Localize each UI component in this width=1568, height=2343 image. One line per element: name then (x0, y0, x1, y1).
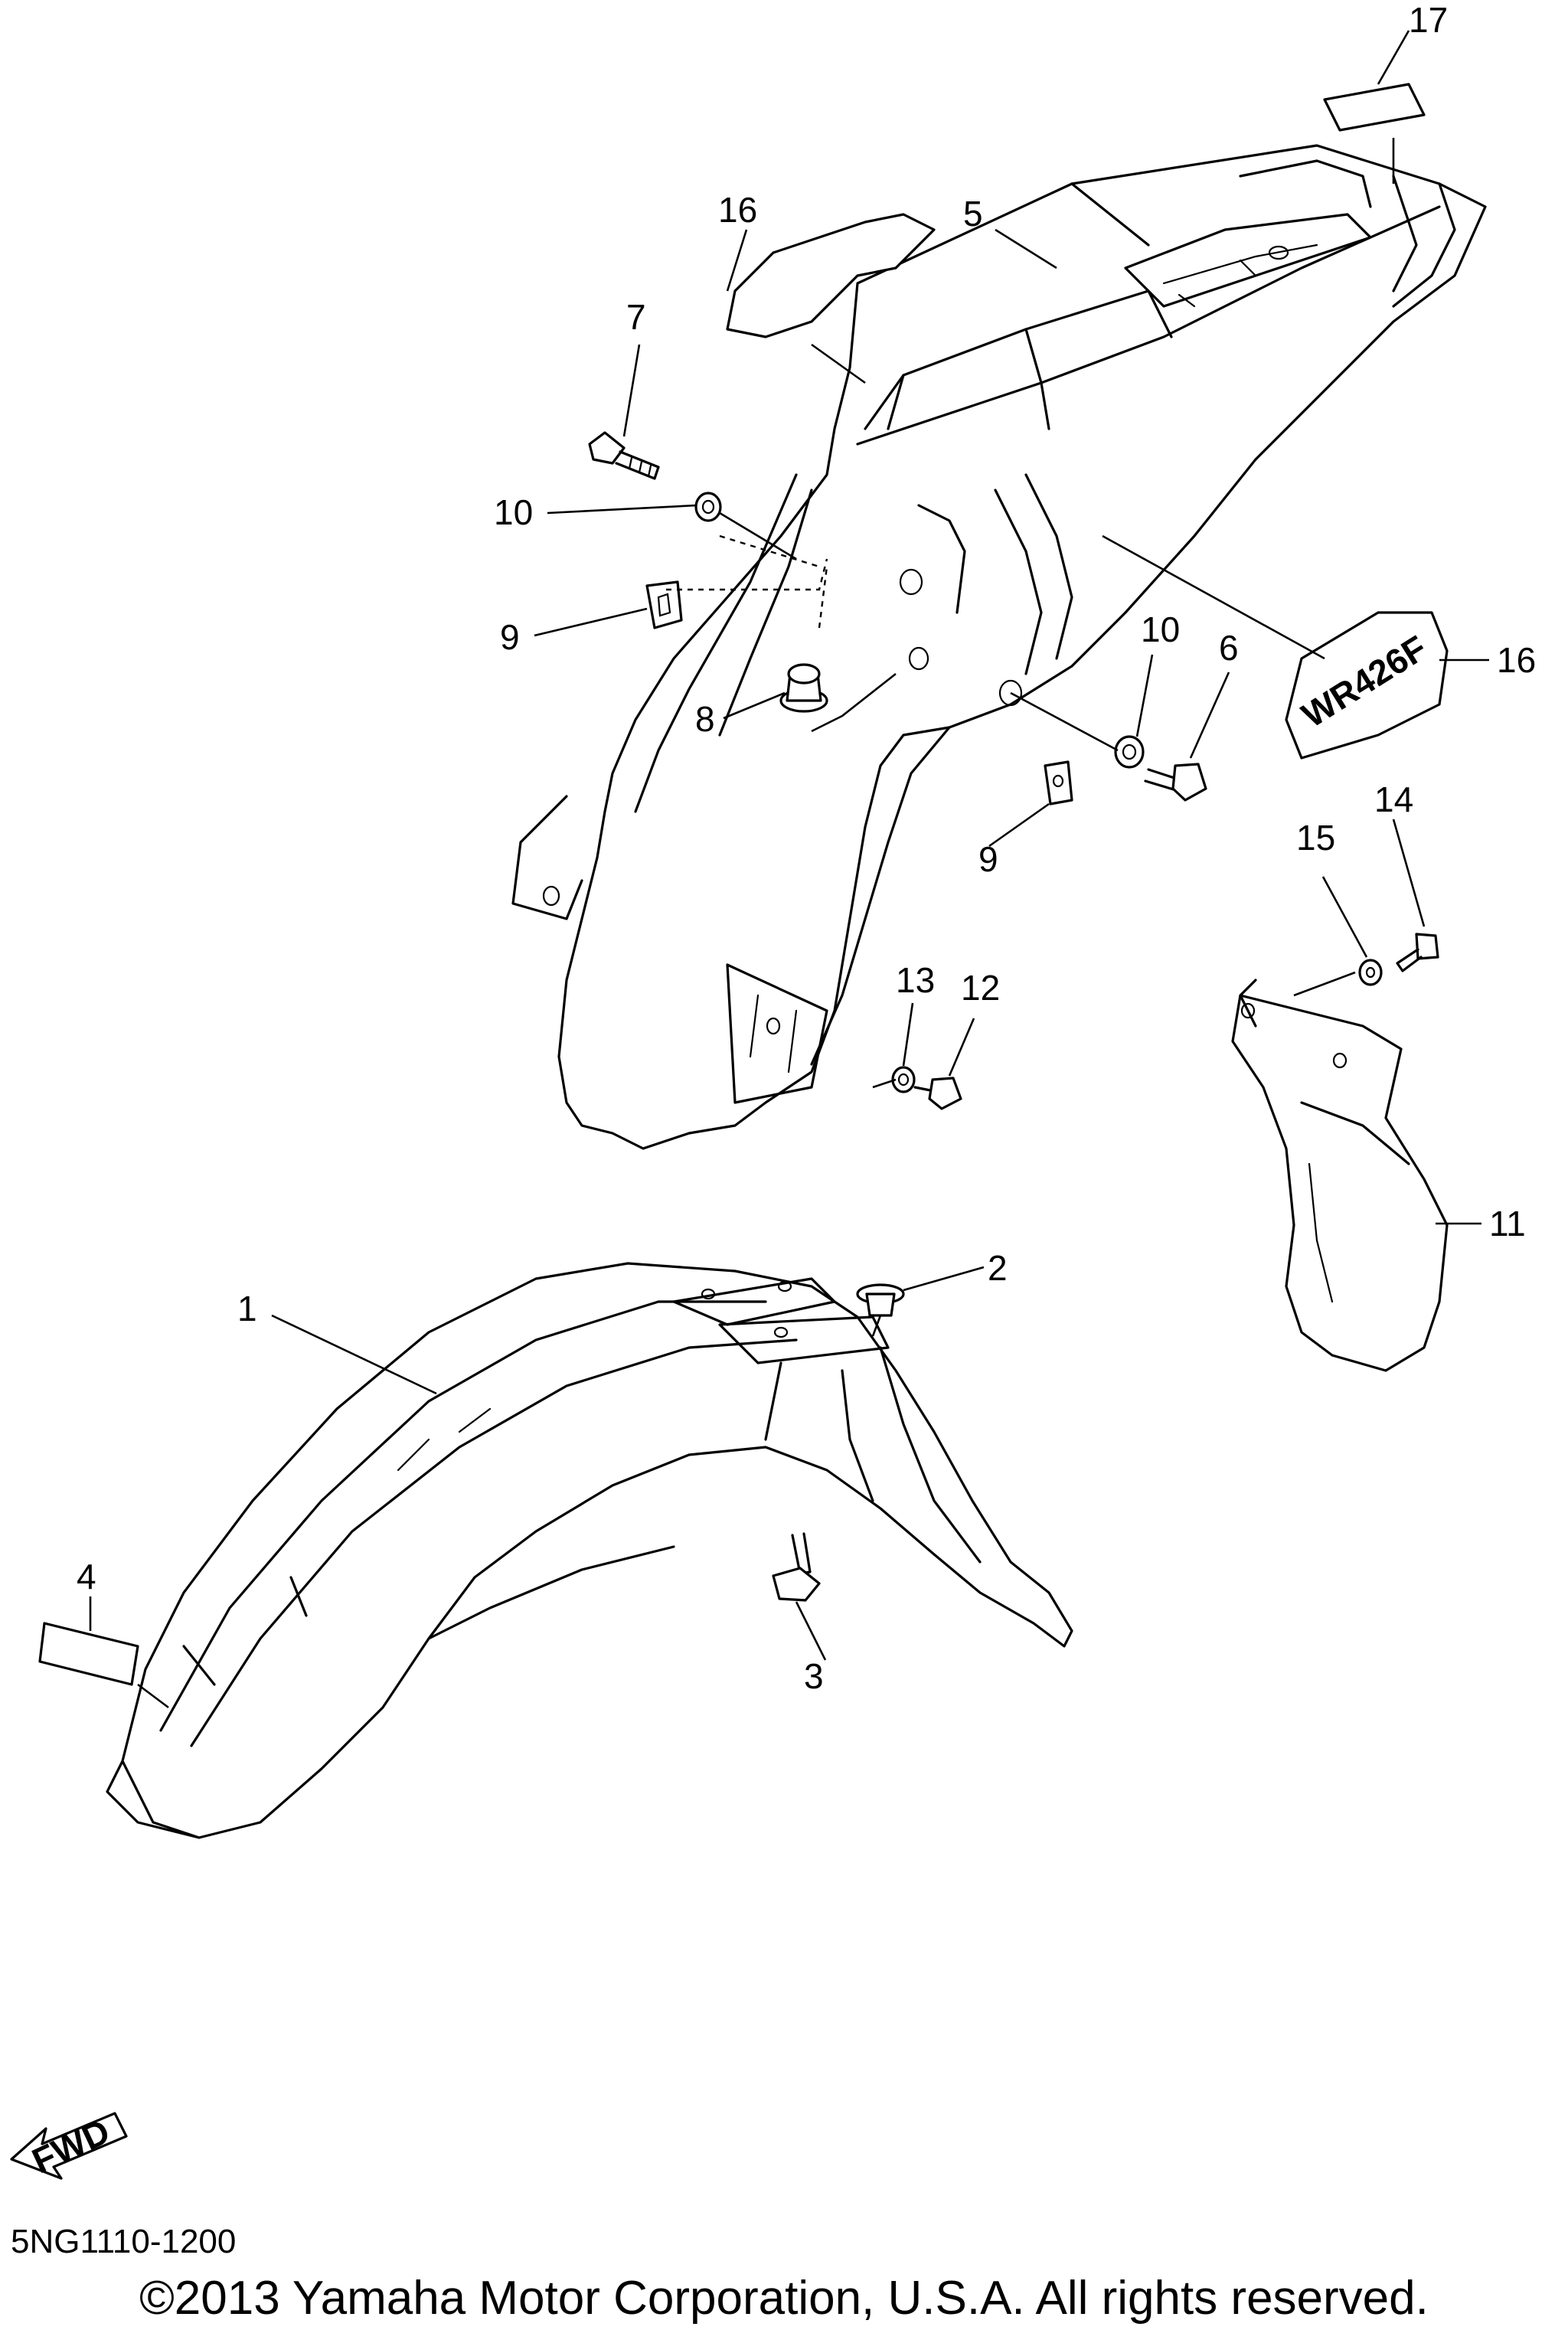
decal-17[interactable] (1323, 83, 1426, 132)
copyright-notice: ©2013 Yamaha Motor Corporation, U.S.A. A… (139, 2272, 1429, 2325)
collar-10-lower[interactable] (1114, 735, 1145, 769)
callout-8: 8 (695, 699, 715, 739)
bolt-6[interactable] (1144, 763, 1207, 802)
grommet-2[interactable] (856, 1283, 905, 1317)
leader-lines (89, 30, 1489, 1661)
bolt-12[interactable] (913, 1077, 962, 1110)
callout-5: 5 (963, 194, 983, 234)
callout-10-lower: 10 (1141, 609, 1180, 649)
assembly-lines (137, 138, 1395, 1709)
callout-16-right: 16 (1497, 640, 1536, 680)
callout-1: 1 (237, 1289, 257, 1328)
callout-9-lower: 9 (978, 839, 998, 879)
grommet-8[interactable] (779, 663, 828, 713)
callout-15: 15 (1296, 818, 1335, 858)
nut-clip-9-upper[interactable] (645, 580, 683, 629)
decal-16-wr426f[interactable]: WR426F (1285, 611, 1449, 760)
decal-4[interactable] (38, 1622, 139, 1686)
callout-7: 7 (626, 297, 646, 337)
callout-6: 6 (1219, 628, 1239, 668)
collar-10-upper[interactable] (694, 492, 722, 522)
nut-clip-9-lower[interactable] (1044, 760, 1073, 806)
callout-14: 14 (1374, 779, 1413, 819)
callout-4: 4 (77, 1557, 96, 1596)
callout-9-upper: 9 (500, 617, 520, 657)
callout-12: 12 (961, 968, 1000, 1008)
collar-13[interactable] (891, 1066, 916, 1093)
callout-numbers: 17 16 5 7 10 9 8 10 6 16 9 14 15 13 12 1… (77, 0, 1536, 1696)
callout-16-upper: 16 (718, 190, 757, 230)
callout-10-upper: 10 (494, 492, 533, 532)
washer-15[interactable] (1358, 959, 1383, 986)
callout-3: 3 (804, 1656, 824, 1696)
callout-17: 17 (1409, 0, 1448, 40)
fwd-label: FWD (26, 2111, 116, 2181)
diagram-code: 5NG1110-1200 (11, 2223, 237, 2260)
bolt-3[interactable] (772, 1532, 821, 1602)
fwd-arrow: FWD (10, 2111, 128, 2181)
decal-16-upper[interactable] (726, 213, 936, 338)
screw-14[interactable] (1396, 933, 1439, 972)
bolt-7[interactable] (588, 431, 660, 480)
callout-11: 11 (1489, 1204, 1526, 1243)
front-fender[interactable] (106, 1262, 1073, 1839)
rear-fender[interactable] (511, 144, 1487, 1150)
rear-mud-flap[interactable] (1231, 979, 1449, 1372)
callout-2: 2 (988, 1248, 1008, 1288)
callout-13: 13 (896, 960, 935, 1000)
